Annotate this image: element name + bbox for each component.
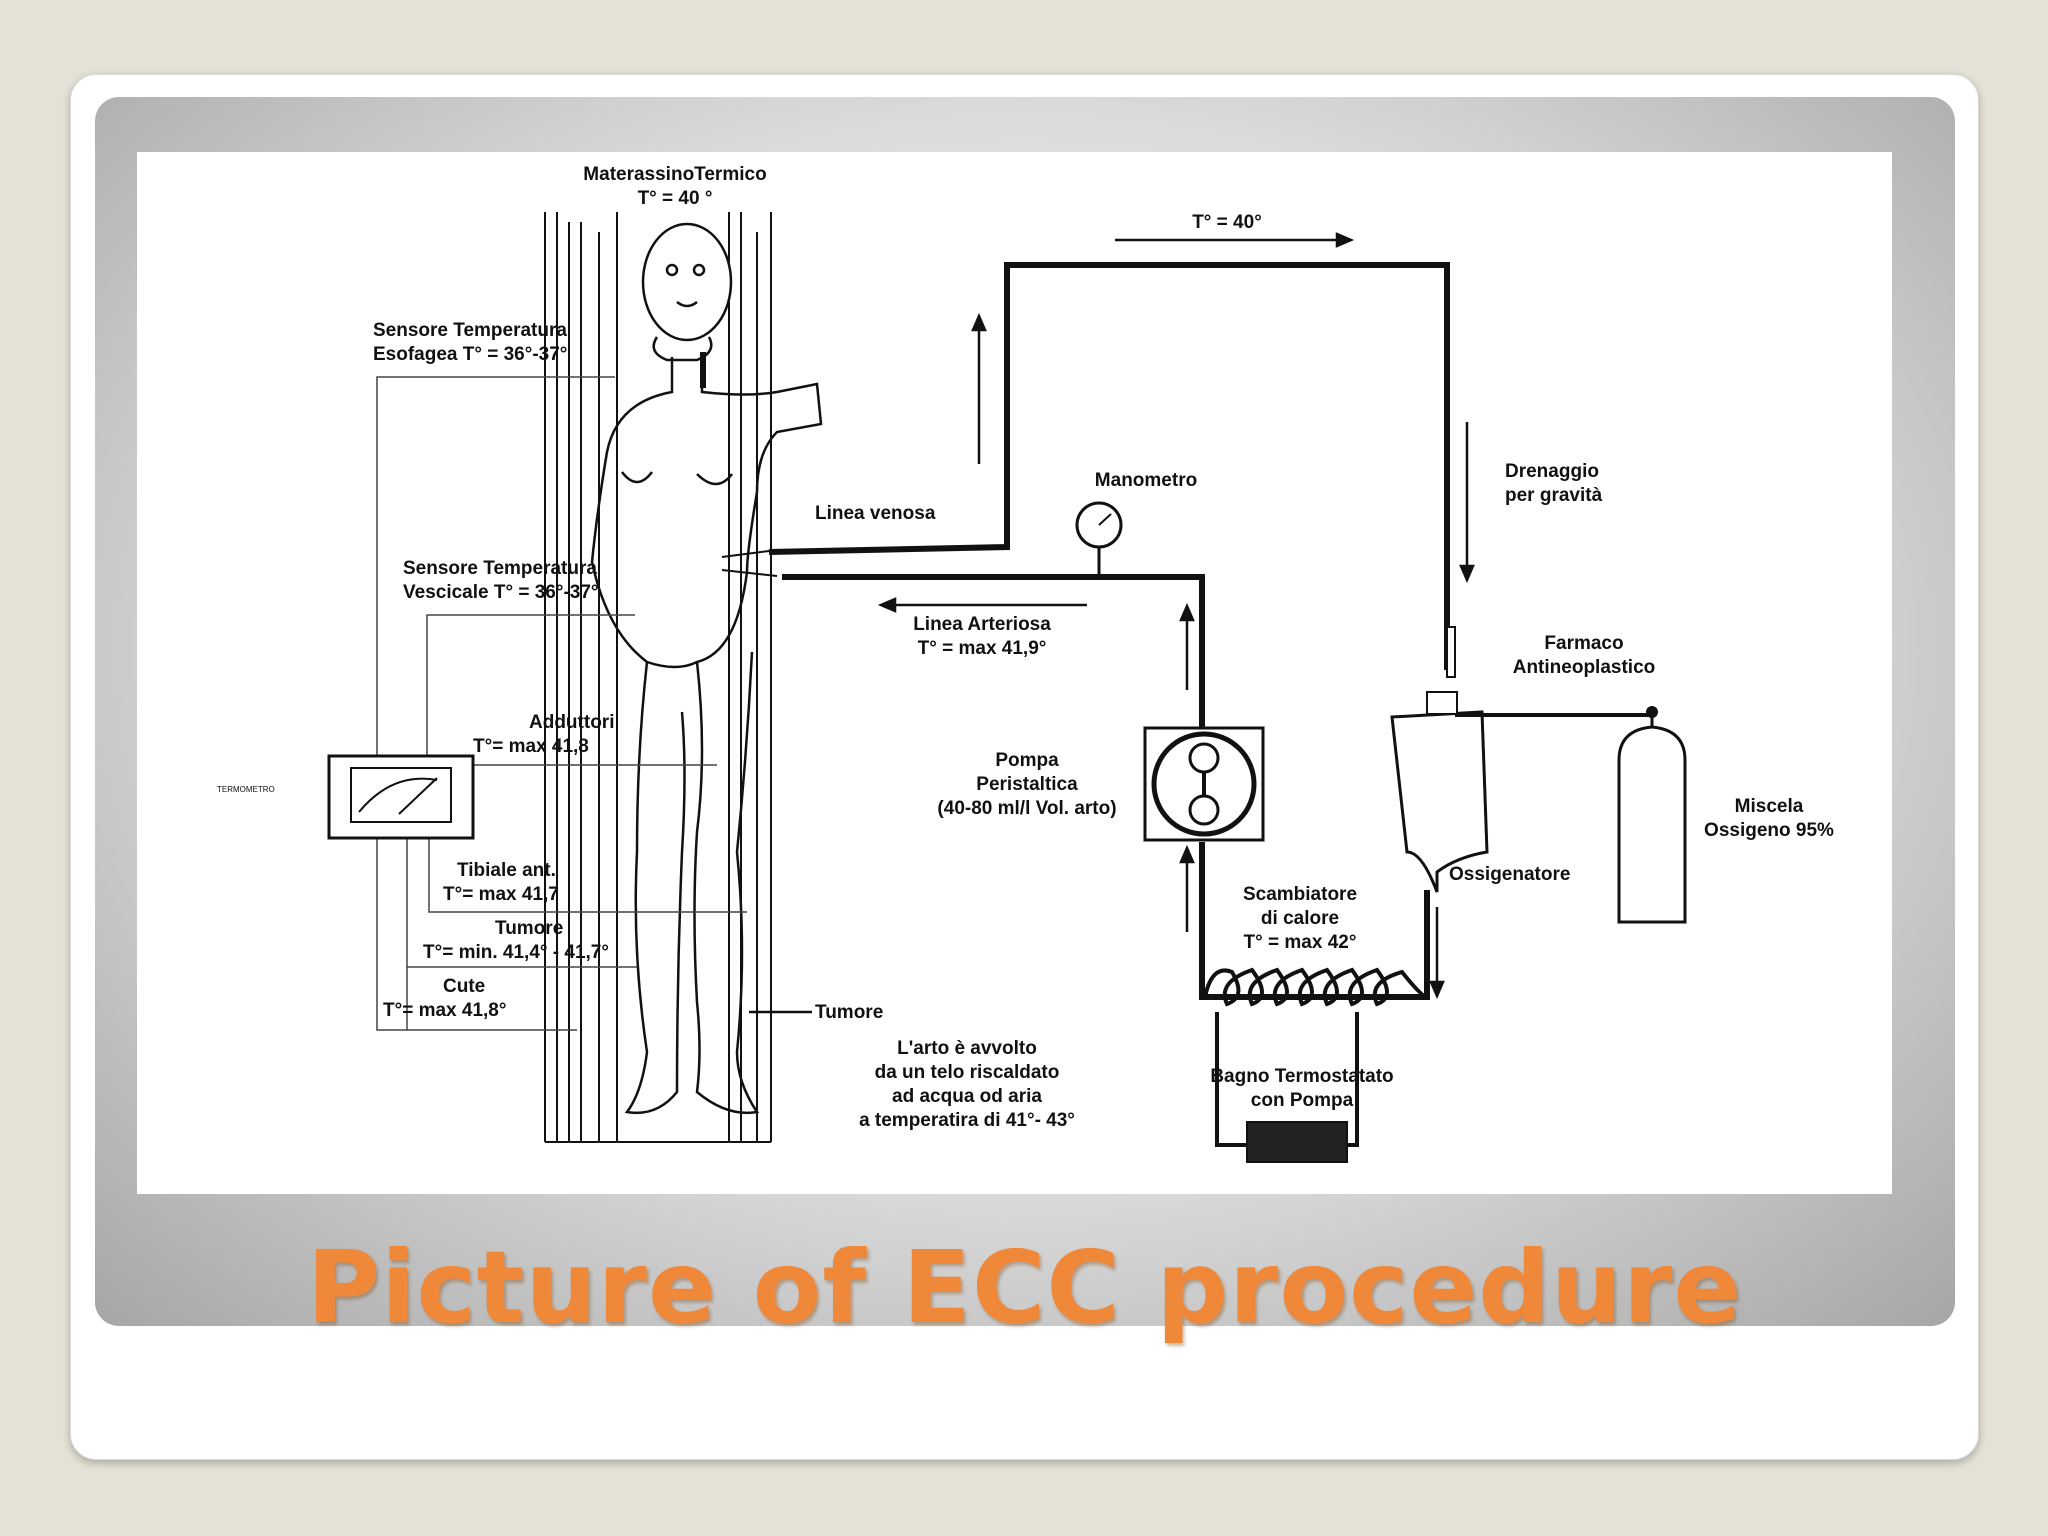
heat-exchanger	[1203, 967, 1428, 1007]
arterial-line	[782, 574, 1430, 1000]
venous-line	[768, 262, 1450, 670]
label-drenaggio-gravita: per gravità	[1505, 485, 1603, 506]
thermal-mattress	[544, 212, 772, 1143]
label-scambiatore: Scambiatore	[1243, 884, 1357, 905]
label-sensore-vescicale-temp: Vescicale T° = 36°-37°	[403, 582, 599, 603]
label-temp-top: T° = 40°	[1192, 212, 1262, 233]
label-pompa-peristaltica: Peristaltica	[976, 774, 1078, 795]
label-cute-temp: T°= max 41,8°	[383, 1000, 506, 1021]
label-linea-arteriosa: Linea Arteriosa	[913, 614, 1051, 635]
label-bagno-pompa: con Pompa	[1251, 1090, 1354, 1111]
label-termometro: TERMOMETRO	[217, 785, 275, 794]
label-arto-3: ad acqua od aria	[892, 1086, 1042, 1107]
diagram-labels: MaterassinoTermico T° = 40 ° T° = 40° Se…	[217, 164, 1834, 1131]
label-pompa-volume: (40-80 ml/l Vol. arto)	[937, 798, 1116, 819]
label-bagno: Bagno Termostatato	[1210, 1066, 1393, 1087]
label-tumore-right: Tumore	[815, 1002, 883, 1023]
label-ossigenatore: Ossigenatore	[1449, 864, 1570, 885]
slide-title: Picture of ECC procedure	[306, 1229, 1743, 1346]
label-drenaggio: Drenaggio	[1505, 461, 1599, 482]
label-farmaco-antineoplastico: Antineoplastico	[1513, 657, 1656, 678]
label-tumore-left: Tumore	[495, 918, 563, 939]
flow-arrows	[877, 232, 1475, 1000]
label-linea-venosa: Linea venosa	[815, 503, 936, 524]
label-scambiatore-calore: di calore	[1261, 908, 1339, 929]
label-cute: Cute	[443, 976, 485, 997]
label-sensore-vescicale: Sensore Temperatura	[403, 558, 597, 579]
label-materassino-temp: T° = 40 °	[638, 188, 713, 209]
label-arto-1: L'arto è avvolto	[897, 1038, 1037, 1059]
manometer	[1075, 501, 1123, 577]
ecc-diagram-svg: MaterassinoTermico T° = 40 ° T° = 40° Se…	[217, 164, 1834, 1163]
label-arto-2: da un telo riscaldato	[875, 1062, 1060, 1083]
sensor-wires	[376, 376, 747, 1031]
slide: MaterassinoTermico T° = 40 ° T° = 40° Se…	[70, 74, 1979, 1460]
esophageal-probe	[700, 352, 706, 388]
oxygenator	[1390, 626, 1658, 893]
label-arto-4: a temperatira di 41°- 43°	[859, 1110, 1075, 1131]
label-manometro: Manometro	[1095, 470, 1197, 491]
oxygen-cylinder	[1617, 712, 1687, 924]
label-tibiale-temp: T°= max 41,7	[443, 884, 559, 905]
peristaltic-pump	[1143, 726, 1265, 842]
label-tumore-left-temp: T°= min. 41,4° - 41,7°	[423, 942, 609, 963]
label-adduttori: Adduttori	[529, 712, 614, 733]
thermostatic-bath	[1215, 1012, 1359, 1163]
thermometer	[327, 754, 475, 840]
label-sensore-esofagea: Sensore Temperatura	[373, 320, 567, 341]
label-sensore-esofagea-temp: Esofagea T° = 36°-37°	[373, 344, 567, 365]
picture-frame: MaterassinoTermico T° = 40 ° T° = 40° Se…	[95, 97, 1955, 1326]
label-adduttori-temp: T°= max 41,8	[473, 736, 589, 757]
label-linea-arteriosa-temp: T° = max 41,9°	[918, 638, 1047, 659]
label-farmaco: Farmaco	[1544, 633, 1623, 654]
label-miscela: Miscela	[1735, 796, 1804, 817]
patient-figure	[590, 222, 823, 1115]
label-miscela-ossigeno: Ossigeno 95%	[1704, 820, 1834, 841]
label-materassino: MaterassinoTermico	[583, 164, 766, 185]
label-scambiatore-temp: T° = max 42°	[1244, 932, 1357, 953]
ecc-diagram: MaterassinoTermico T° = 40 ° T° = 40° Se…	[137, 152, 1892, 1194]
label-pompa: Pompa	[995, 750, 1059, 771]
label-tibiale: Tibiale ant.	[457, 860, 556, 881]
